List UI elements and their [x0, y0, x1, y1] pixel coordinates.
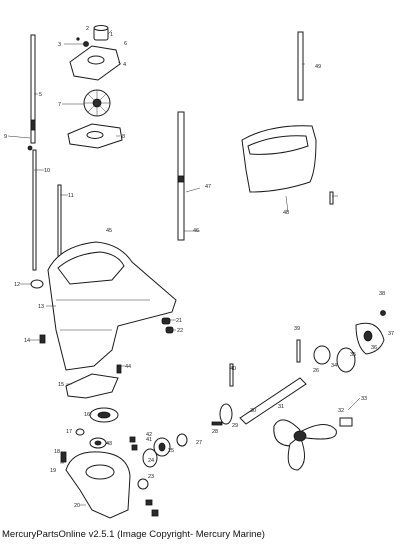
- copyright-caption: MercuryPartsOnline v2.5.1 (Image Copyrig…: [2, 529, 265, 540]
- pinion-gear: [75, 428, 107, 449]
- part-label-46: 46: [193, 228, 199, 234]
- shift-shaft: [7, 135, 37, 271]
- part-label-43: 43: [106, 441, 112, 447]
- part-label-28: 28: [212, 429, 218, 435]
- part-label-49: 49: [315, 64, 321, 70]
- forward-gear-group: [137, 433, 188, 490]
- leader-lines: [20, 29, 361, 506]
- part-label-38: 38: [379, 291, 385, 297]
- part-label-25: 25: [168, 448, 174, 454]
- part-label-12: 12: [14, 282, 20, 288]
- water-pump-body: [69, 25, 121, 81]
- drive-shaft: [30, 34, 36, 144]
- reverse-gear-cluster: [313, 310, 386, 373]
- part-label-1: 1: [110, 32, 113, 38]
- upper-shaft: [297, 31, 304, 101]
- part-label-41: 41: [146, 437, 152, 443]
- part-label-7: 7: [58, 102, 61, 108]
- part-label-8: 8: [122, 134, 125, 140]
- exhaust-tube: [177, 111, 185, 241]
- part-label-45: 45: [106, 228, 112, 234]
- part-label-3: 3: [58, 42, 61, 48]
- propeller-shaft: [211, 339, 307, 426]
- part-label-9: 9: [4, 134, 7, 140]
- part-label-44: 44: [125, 364, 131, 370]
- part-label-14: 14: [24, 338, 30, 344]
- propeller: [273, 417, 353, 471]
- part-label-16: 16: [84, 412, 90, 418]
- driveshaft-housing: [241, 125, 334, 205]
- part-label-20: 20: [74, 503, 80, 509]
- part-label-17: 17: [66, 429, 72, 435]
- part-label-39: 39: [294, 326, 300, 332]
- part-label-4: 4: [123, 62, 126, 68]
- part-label-33: 33: [361, 396, 367, 402]
- part-label-24: 24: [148, 458, 154, 464]
- part-label-13: 13: [38, 304, 44, 310]
- part-label-22: 22: [177, 328, 183, 334]
- lower-gearcase: [60, 451, 131, 519]
- part-label-6: 6: [124, 41, 127, 47]
- part-label-42: 42: [146, 432, 152, 438]
- part-label-31: 31: [278, 404, 284, 410]
- part-label-30: 30: [250, 408, 256, 414]
- impeller: [83, 89, 111, 117]
- part-label-36: 36: [371, 345, 377, 351]
- part-label-35: 35: [350, 352, 356, 358]
- bolts: [39, 317, 174, 517]
- part-label-10: 10: [44, 168, 50, 174]
- part-label-21: 21: [176, 318, 182, 324]
- part-label-23: 23: [148, 474, 154, 480]
- pump-base-plate: [67, 123, 123, 149]
- part-label-29: 29: [232, 423, 238, 429]
- gear-housing: [30, 241, 177, 371]
- bearing-assembly: [89, 407, 119, 423]
- part-label-19: 19: [50, 468, 56, 474]
- part-label-18: 18: [54, 449, 60, 455]
- part-label-34: 34: [331, 363, 337, 369]
- part-label-32: 32: [338, 408, 344, 414]
- part-label-48: 48: [283, 210, 289, 216]
- part-label-47: 47: [205, 184, 211, 190]
- part-labels: 1 2 3 4 5 6 7 8 9 10 11 12 13 14 15 16 1…: [4, 26, 394, 509]
- stud: [57, 184, 62, 266]
- part-label-11: 11: [68, 193, 74, 199]
- exploded-parts-diagram: 1 2 3 4 5 6 7 8 9 10 11 12 13 14 15 16 1…: [4, 25, 394, 519]
- gasket: [65, 373, 119, 399]
- part-label-2: 2: [86, 26, 89, 32]
- part-label-37: 37: [388, 331, 394, 337]
- part-label-26: 26: [313, 368, 319, 374]
- part-label-5: 5: [39, 92, 42, 98]
- part-label-15: 15: [58, 382, 64, 388]
- part-label-27: 27: [196, 440, 202, 446]
- part-label-40: 40: [230, 366, 236, 372]
